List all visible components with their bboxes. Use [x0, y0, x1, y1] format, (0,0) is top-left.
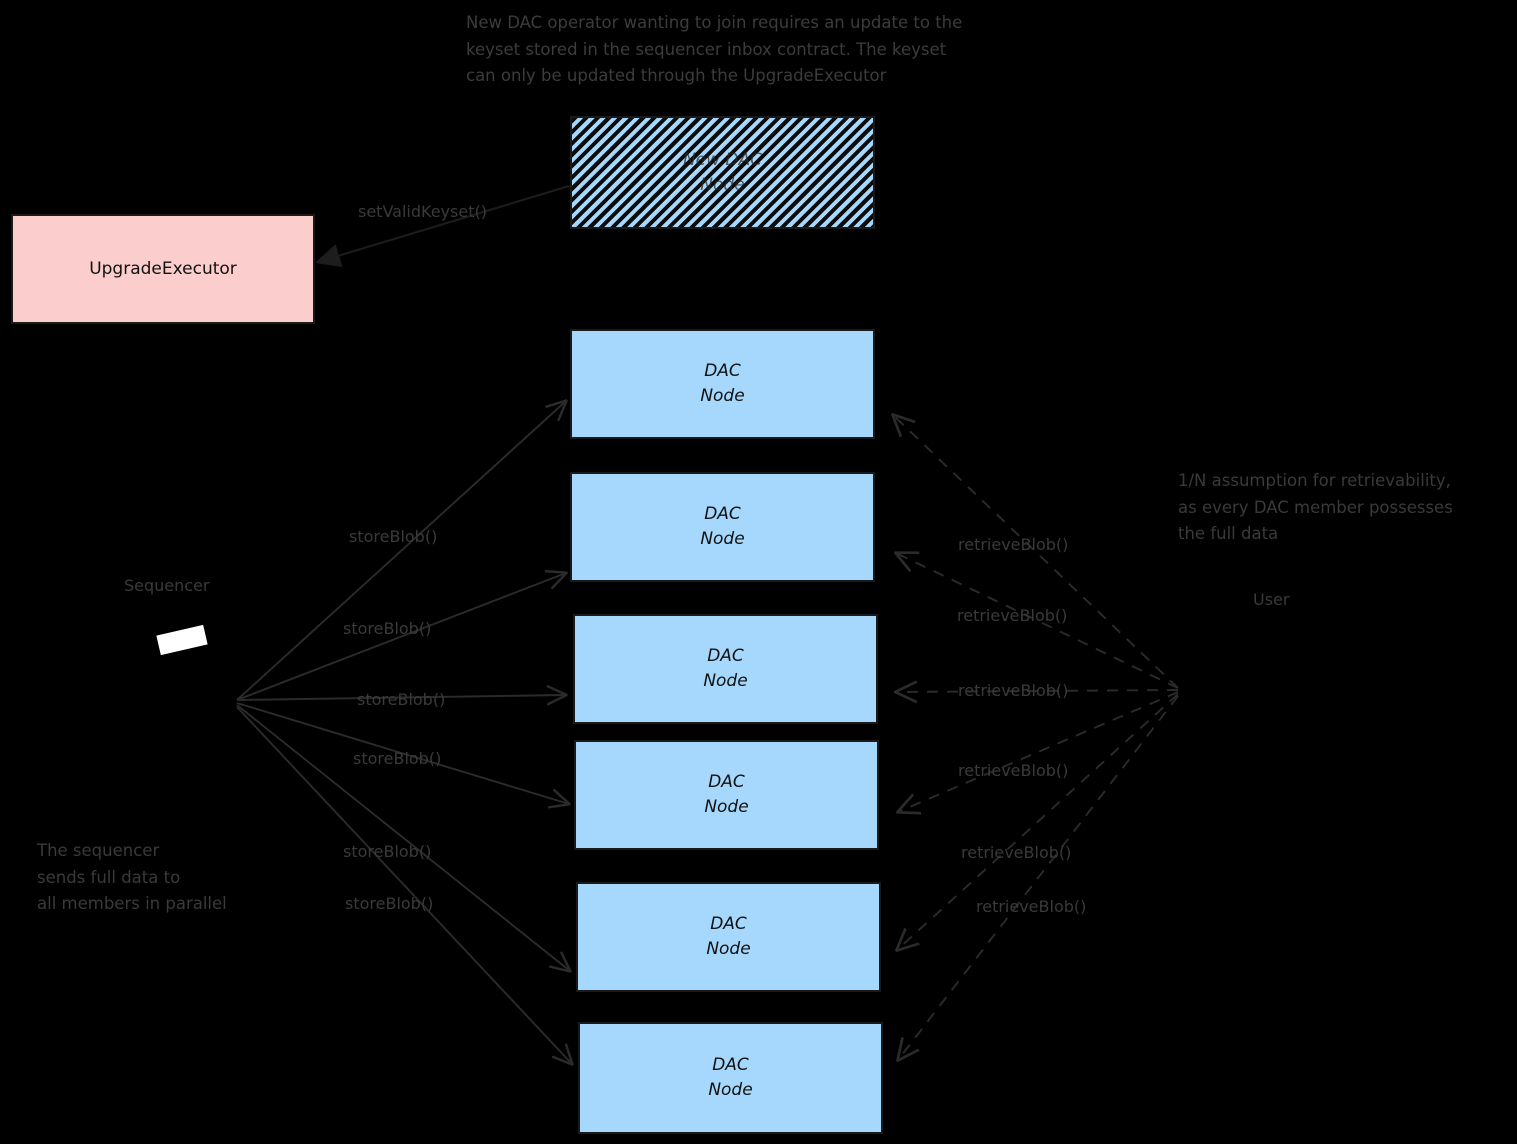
- dac-node-box-1[interactable]: DAC Node: [570, 329, 875, 439]
- sequencer-icon[interactable]: [156, 624, 208, 656]
- edge-label-retrieve-blob-6: retrieveBlob(): [976, 897, 1087, 916]
- edge-set-valid-keyset: [318, 185, 570, 262]
- edge-label-store-blob-2: storeBlob(): [343, 619, 432, 638]
- dac-node-label-2: DAC Node: [700, 504, 745, 549]
- edge-label-retrieve-blob-5: retrieveBlob(): [961, 843, 1072, 862]
- new-dac-node-box[interactable]: New DAC Node: [570, 116, 875, 229]
- edge-label-retrieve-blob-3: retrieveBlob(): [958, 681, 1069, 700]
- new-dac-node-label: New DAC Node: [682, 149, 763, 195]
- dac-node-label-6: DAC Node: [708, 1055, 753, 1100]
- dac-node-label-3: DAC Node: [703, 646, 748, 691]
- edge-label-retrieve-blob-1: retrieveBlob(): [958, 535, 1069, 554]
- edge-label-retrieve-blob-4: retrieveBlob(): [958, 761, 1069, 780]
- note-sequencer-parallel: The sequencer sends full data to all mem…: [37, 841, 227, 914]
- dac-node-box-5[interactable]: DAC Node: [576, 882, 881, 992]
- dac-node-label-1: DAC Node: [700, 361, 745, 406]
- edge-retrieve-blob-group: [893, 415, 1179, 1060]
- note-top-keyset-update: New DAC operator wanting to join require…: [466, 13, 963, 86]
- edge-label-set-valid-keyset: setValidKeyset(): [358, 202, 487, 221]
- edge-retrieve-blob-6: [898, 695, 1179, 1060]
- user-label: User: [1253, 590, 1290, 609]
- upgrade-executor-box[interactable]: UpgradeExecutor: [11, 214, 315, 324]
- edge-label-store-blob-1: storeBlob(): [349, 527, 438, 546]
- edge-store-blob-group: [236, 401, 572, 1064]
- dac-node-label-5: DAC Node: [706, 914, 751, 959]
- edge-store-blob-1: [236, 401, 566, 701]
- edge-label-store-blob-3: storeBlob(): [357, 690, 446, 709]
- dac-node-box-4[interactable]: DAC Node: [574, 740, 879, 850]
- upgrade-executor-label: UpgradeExecutor: [89, 259, 237, 279]
- dac-node-label-4: DAC Node: [704, 772, 749, 817]
- note-retrievability-assumption: 1/N assumption for retrievability, as ev…: [1178, 471, 1453, 544]
- edge-retrieve-blob-4: [898, 691, 1179, 812]
- sequencer-label: Sequencer: [124, 576, 210, 595]
- dac-node-box-2[interactable]: DAC Node: [570, 472, 875, 582]
- edge-label-store-blob-4: storeBlob(): [353, 749, 442, 768]
- dac-node-box-3[interactable]: DAC Node: [573, 614, 878, 724]
- dac-node-box-6[interactable]: DAC Node: [578, 1022, 883, 1134]
- edge-label-store-blob-5: storeBlob(): [343, 842, 432, 861]
- edge-label-store-blob-6: storeBlob(): [345, 894, 434, 913]
- edge-label-retrieve-blob-2: retrieveBlob(): [957, 606, 1068, 625]
- user-icon[interactable]: [1240, 640, 1284, 684]
